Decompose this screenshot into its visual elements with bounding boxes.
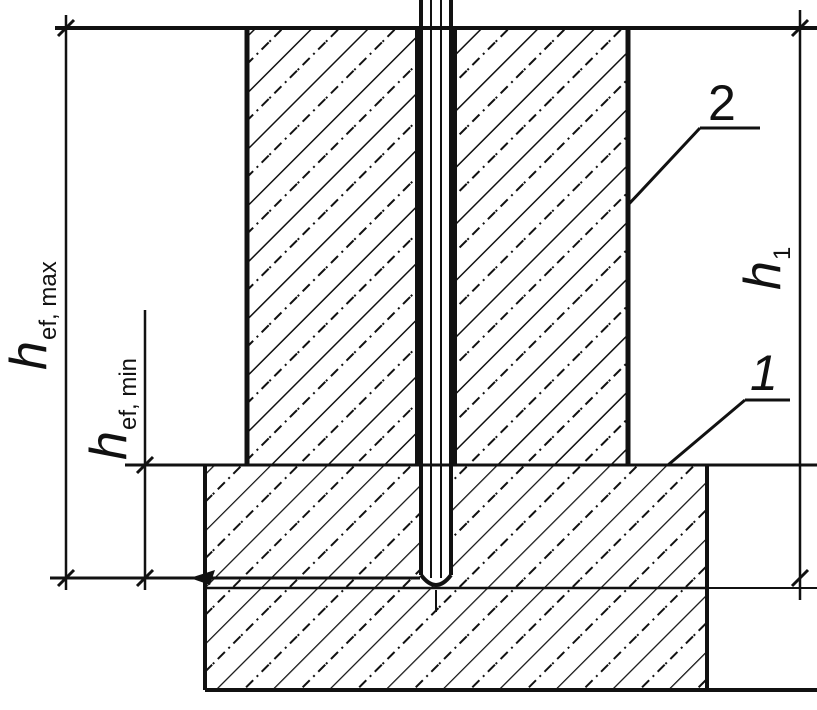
h1-sub: 1 bbox=[769, 247, 796, 260]
hef-min-label: h ef, min bbox=[80, 358, 142, 460]
upper-block-right bbox=[455, 28, 628, 465]
hef-max-sub: ef, max bbox=[35, 261, 62, 340]
dimension-hef-min bbox=[135, 310, 155, 590]
h1-label: h 1 bbox=[734, 247, 796, 290]
base-element bbox=[203, 465, 817, 692]
callout-1-label: 1 bbox=[750, 345, 778, 401]
anchor-rod bbox=[419, 0, 453, 612]
upper-block-left bbox=[247, 28, 417, 465]
hef-max-label: h ef, max bbox=[0, 261, 62, 370]
upper-element bbox=[244, 28, 631, 465]
pointer-arrow bbox=[190, 570, 215, 585]
hef-min-main: h bbox=[80, 431, 138, 460]
extension-lines bbox=[50, 26, 817, 589]
dimension-hef-max bbox=[56, 15, 76, 590]
leader-lines bbox=[626, 126, 790, 467]
callout-2-label: 2 bbox=[708, 75, 736, 131]
h1-main: h bbox=[734, 261, 792, 290]
hef-max-main: h bbox=[0, 341, 58, 370]
dimension-h1 bbox=[790, 10, 810, 600]
hef-min-sub: ef, min bbox=[115, 358, 142, 430]
